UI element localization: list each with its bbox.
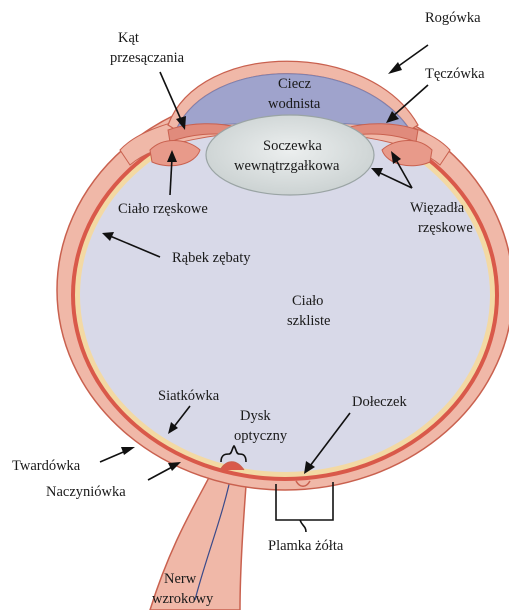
label-retina: Siatkówka [158,388,220,404]
lens [206,115,374,195]
label-lens-line1: Soczewka [263,138,322,154]
label-ciliary-body: Ciało rzęskowe [118,201,208,217]
arrow-drainage-angle [160,72,182,122]
label-optic-disc-line1: Dysk [240,408,271,424]
bracket-macula-tick [300,520,306,532]
label-ora-serrata: Rąbek zębaty [172,250,251,266]
label-optic-disc-line2: optyczny [234,428,288,444]
arrowhead-cornea [388,62,402,74]
label-cornea: Rogówka [425,10,481,26]
arrowhead-sclera [121,447,135,455]
label-aqueous-line2: wodnista [268,96,321,112]
label-drainage-angle-line2: przesączania [110,50,185,66]
label-vitreous-line1: Ciało [292,293,323,309]
label-macula: Plamka żółta [268,538,344,554]
label-sclera: Twardówka [12,458,81,474]
arrow-choroid [148,466,174,480]
label-optic-nerve-line1: Nerw [164,571,197,587]
label-iris: Tęczówka [425,66,485,82]
label-zonules-line1: Więzadła [410,200,465,216]
label-vitreous-line2: szkliste [287,313,331,329]
label-drainage-angle-line1: Kąt [118,30,139,46]
label-optic-nerve-line2: wzrokowy [152,591,214,607]
label-aqueous-line1: Ciecz [278,76,312,92]
label-zonules-line2: rzęskowe [418,220,473,236]
label-choroid: Naczyniówka [46,484,126,500]
label-lens-line2: wewnątrzgałkowa [234,158,340,174]
label-fovea: Dołeczek [352,394,407,410]
